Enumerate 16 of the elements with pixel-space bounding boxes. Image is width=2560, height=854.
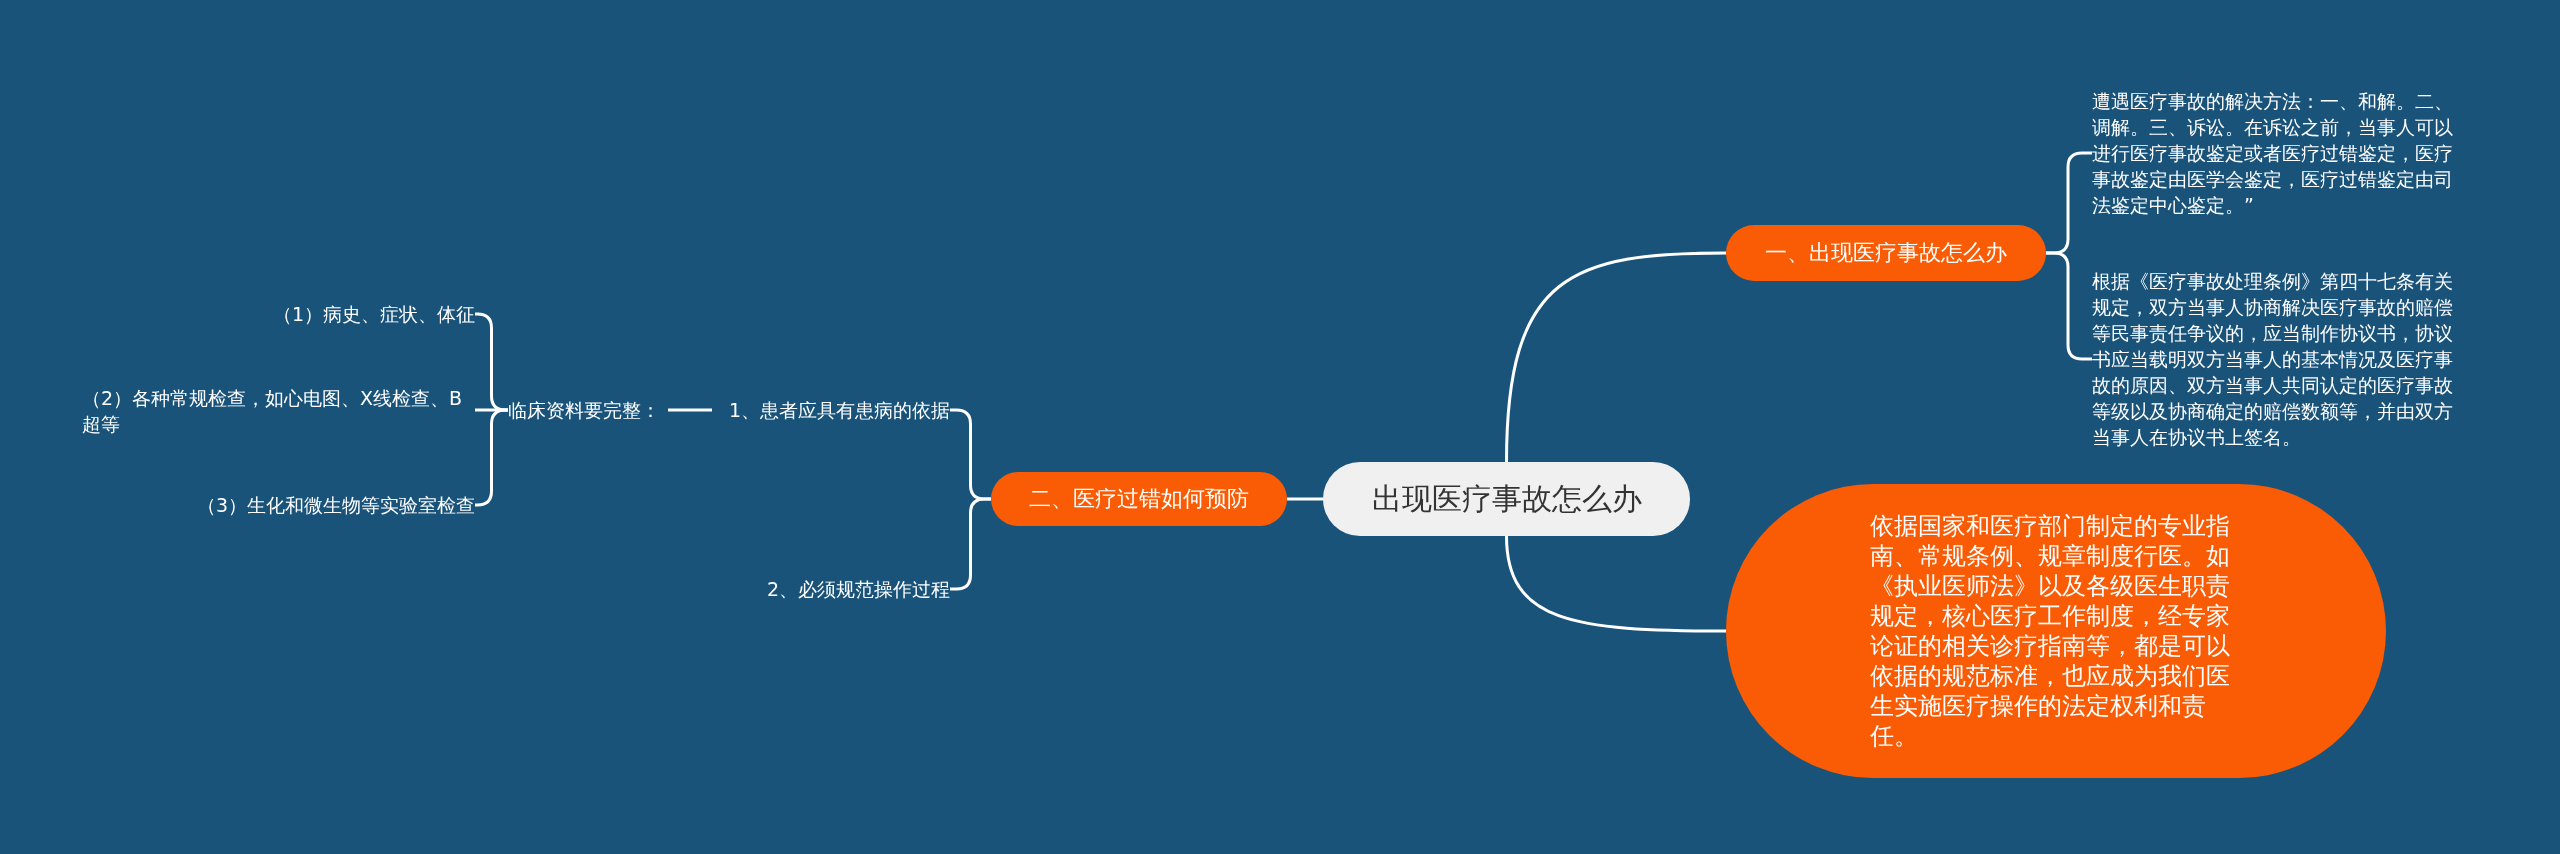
note-text: 根据《医疗事故处理条例》第四十七条有关规定，双方当事人协商解决医疗事故的赔偿等民事责任争议的，应当制作协议书，协议书应当载明双方当事人的基本情况及医疗事故的原因、双方当事人共同认定的医疗事故等级以及协商确定的赔偿数额等，并由双方当事人在协议书上签名。 [2092, 268, 2466, 450]
branch-text: （2）各种常规检查，如心电图、X线检查、B超等 [82, 385, 475, 437]
topic-text: 依据国家和医疗部门制定的专业指南、常规条例、规章制度行医。如《执业医师法》以及各级医生职责规定，核心医疗工作制度，经专家论证的相关诊疗指南等，都是可以依据的规范标准，也应成为我们医生实施医疗操作的法定权利和责任。 [1870, 511, 2231, 751]
topic-pill: 二、医疗过错如何预防 [991, 472, 1287, 526]
branch-text: 1、患者应具有患病的依据 [712, 397, 950, 423]
connector-line [668, 408, 712, 412]
branch-text: 临床资料要完整： [508, 397, 668, 423]
branch-text: （1）病史、症状、体征 [230, 301, 475, 327]
connector-line [1287, 497, 1323, 501]
branch-text: 2、必须规范操作过程 [745, 576, 950, 602]
branch-text: （3）生化和微生物等实验室检查 [140, 492, 475, 518]
central-topic: 出现医疗事故怎么办 [1323, 462, 1690, 536]
note-text: 遭遇医疗事故的解决方法：一、和解。二、调解。三、诉讼。在诉讼之前，当事人可以进行医疗事故鉴定或者医疗过错鉴定，医疗事故鉴定由医学会鉴定，医疗过错鉴定由司法鉴定中心鉴定。” [2092, 88, 2466, 218]
topic-pill: 一、出现医疗事故怎么办 [1726, 225, 2046, 281]
connector-line [1505, 535, 1726, 633]
connector-line [1505, 251, 1726, 463]
